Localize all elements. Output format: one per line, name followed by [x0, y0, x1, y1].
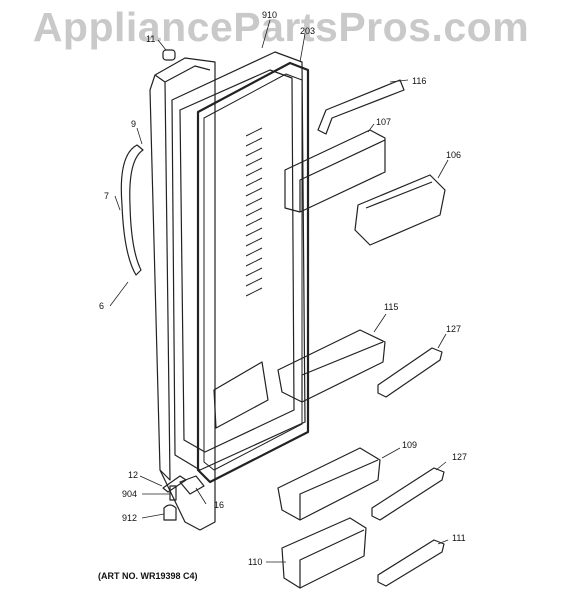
hinge-pin-912 — [163, 504, 177, 521]
bin-front-127-upper — [377, 347, 443, 398]
watermark: AppliancePartsPros.com — [32, 4, 530, 50]
callout-116: 116 — [412, 76, 426, 86]
shim-904 — [169, 485, 177, 501]
bin-109 — [277, 447, 381, 521]
callout-106: 106 — [446, 150, 461, 160]
door-outer-panel — [149, 57, 216, 531]
callout-904: 904 — [122, 489, 137, 499]
callout-127-upper: 127 — [446, 324, 461, 334]
callout-6: 6 — [99, 301, 104, 311]
top-hinge-cap — [162, 49, 176, 61]
door-handle — [120, 144, 144, 276]
callout-203: 203 — [300, 26, 315, 36]
callout-109: 109 — [402, 440, 417, 450]
callout-9: 9 — [131, 119, 136, 129]
callout-7: 7 — [104, 191, 109, 201]
bin-rail — [317, 79, 405, 135]
callout-16: 16 — [214, 500, 224, 510]
bin-front-111 — [377, 539, 445, 587]
callout-910: 910 — [262, 10, 277, 20]
callout-115: 115 — [384, 302, 398, 312]
door-gasket — [196, 61, 310, 484]
art-number-caption: (ART NO. WR19398 C4) — [98, 571, 198, 581]
callout-912: 912 — [122, 513, 137, 523]
callout-11: 11 — [146, 34, 155, 44]
bin-110 — [281, 517, 367, 589]
callout-107: 107 — [376, 117, 391, 127]
callout-110: 110 — [248, 557, 262, 567]
bracket-16 — [179, 475, 205, 495]
liner-ribs — [245, 127, 263, 297]
door-edge — [154, 74, 171, 481]
callout-111: 111 — [452, 533, 466, 543]
callout-127-lower: 127 — [452, 452, 467, 462]
callout-12: 12 — [128, 470, 138, 480]
bin-front-127-lower — [371, 467, 445, 521]
bin-115 — [277, 329, 386, 403]
door-liner — [171, 51, 306, 471]
dairy-cover — [354, 174, 446, 246]
